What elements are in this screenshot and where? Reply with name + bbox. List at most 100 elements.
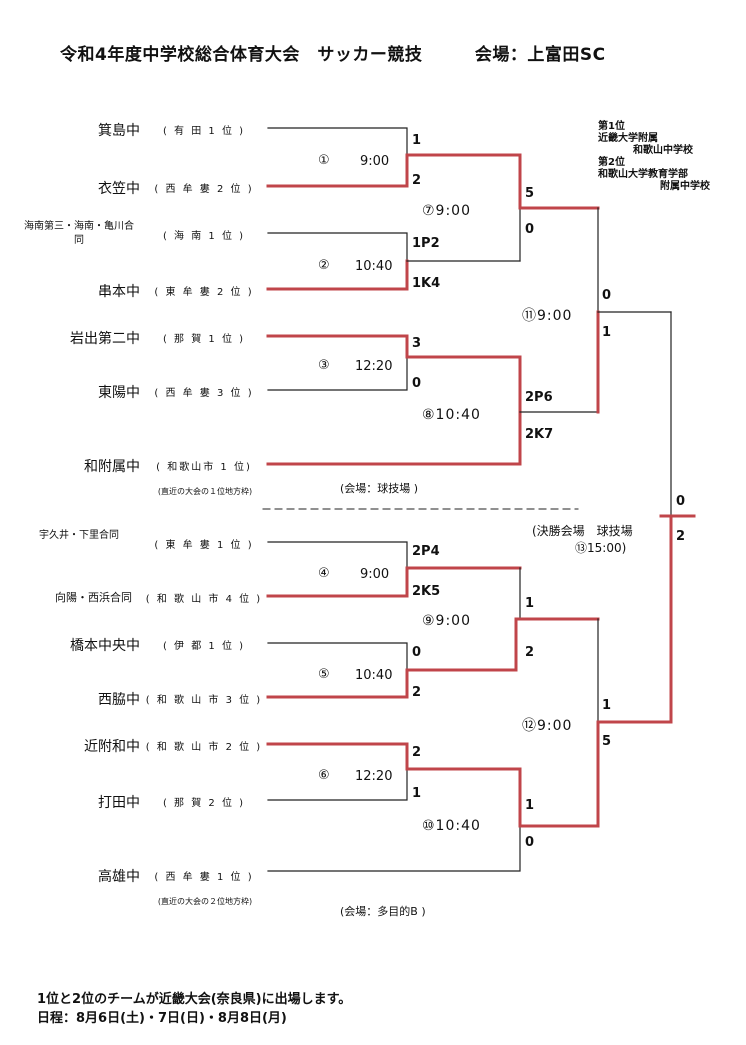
match-7-label: ⑦9:00 <box>422 203 471 219</box>
team-name: 近附和中 <box>84 739 140 755</box>
match-number: ⑤ <box>318 667 330 682</box>
match-number: ① <box>318 153 330 168</box>
score: 0 <box>412 645 422 660</box>
match-time: 9:00 <box>360 154 390 169</box>
m6-line-b <box>267 768 408 801</box>
team-name: 東陽中 <box>98 385 140 401</box>
second-place-line1: 和歌山大学教育学部 <box>598 169 688 180</box>
team-name: 串本中 <box>98 284 140 300</box>
team-qualification: ( 東 牟 婁 1 位 ) <box>154 540 254 551</box>
m5-line-b <box>266 668 409 699</box>
team-name: 橋本中央中 <box>70 638 140 654</box>
venue-label: (会場：多目的B ) <box>340 905 426 918</box>
final-score: 0 <box>676 494 686 509</box>
second-place-label: 第2位 <box>598 157 625 168</box>
second-place-line2: 附属中学校 <box>660 181 710 192</box>
match-time: 12:20 <box>355 769 393 784</box>
score: 0 <box>412 376 422 391</box>
team-qualification: ( 和歌山市 1 位) <box>156 462 252 473</box>
m5-line-a <box>267 642 408 671</box>
score: 5 <box>602 734 612 749</box>
score: 1 <box>412 133 422 148</box>
match-time: 10:40 <box>355 668 393 683</box>
team-qualification: ( 和 歌 山 市 4 位 ) <box>145 594 263 605</box>
m1-line-b <box>266 153 409 188</box>
first-place-line2: 和歌山中学校 <box>633 145 693 156</box>
score: 2P6 <box>525 390 553 405</box>
team-name: 西脇中 <box>98 692 140 708</box>
score: 1 <box>525 596 535 611</box>
team-name: 宇久井・下里合同 <box>39 530 119 541</box>
team-name: 向陽・西浜合同 <box>55 591 132 604</box>
score: 2K7 <box>525 427 554 442</box>
m4-line-a <box>267 541 408 569</box>
score: 2 <box>412 745 422 760</box>
match-time: 9:00 <box>360 567 390 582</box>
team-name: 高雄中 <box>98 869 140 885</box>
match-10-label: ⑩10:40 <box>422 818 481 834</box>
final-score: 2 <box>676 529 686 544</box>
regional-note: (直近の大会の１位地方枠) <box>157 487 253 496</box>
page-title: 令和4年度中学校総合体育大会 サッカー競技 会場：上富田SC <box>60 45 606 65</box>
m4-line-b <box>266 566 409 598</box>
team-qualification: ( 和 歌 山 市 3 位 ) <box>145 695 263 706</box>
match-11-label: ⑪9:00 <box>522 308 573 324</box>
score: 3 <box>412 336 422 351</box>
m2-line-b <box>266 259 409 291</box>
m8-b <box>266 410 522 466</box>
footer-note: 1位と2位のチームが近畿大会(奈良県)に出場します。 日程：8月6日(土)・7日… <box>37 990 351 1028</box>
match-8-label: ⑧10:40 <box>422 407 481 423</box>
team-name: 衣笠中 <box>98 181 140 197</box>
score: 1 <box>525 798 535 813</box>
first-place-label: 第1位 <box>598 121 625 132</box>
team-qualification: ( 伊 都 1 位 ) <box>162 641 246 652</box>
team-name: 打田中 <box>98 795 140 811</box>
score: 2 <box>412 173 422 188</box>
regional-note: (直近の大会の２位地方枠) <box>157 897 253 906</box>
team-qualification: ( 和 歌 山 市 2 位 ) <box>145 742 263 753</box>
score: 0 <box>602 288 612 303</box>
team-name: 和附属中 <box>84 459 140 475</box>
score: 0 <box>525 835 535 850</box>
team-qualification: ( 西 牟 婁 1 位 ) <box>154 872 254 883</box>
m1-line-a <box>267 127 408 156</box>
score: 2K5 <box>412 584 441 599</box>
first-place-line1: 近畿大学附属 <box>598 133 658 144</box>
team-qualification: ( 那 賀 1 位 ) <box>162 334 246 345</box>
m2-line-a <box>267 232 408 262</box>
team-name: 箕島中 <box>98 123 140 139</box>
team-qualification: ( 東 牟 婁 2 位 ) <box>154 287 254 298</box>
score: 1 <box>602 698 612 713</box>
match-time: 12:20 <box>355 359 393 374</box>
m3-line-b <box>267 356 408 391</box>
score: 1 <box>602 325 612 340</box>
score: 0 <box>525 222 535 237</box>
score: 5 <box>525 186 535 201</box>
team-qualification: ( 西 牟 婁 3 位 ) <box>154 388 254 399</box>
venue-label: (会場：球技場 ) <box>340 482 419 495</box>
match-9-label: ⑨9:00 <box>422 613 471 629</box>
score: 2P4 <box>412 544 440 559</box>
winners-box: 第1位 近畿大学附属 和歌山中学校 第2位 和歌山大学教育学部 附属中学校 <box>598 121 710 193</box>
team-name: 岩出第二中 <box>70 331 140 347</box>
footer-line-schedule: 日程：8月6日(土)・7日(日)・8月8日(月) <box>37 1011 287 1026</box>
footer-line-qualify: 1位と2位のチームが近畿大会(奈良県)に出場します。 <box>37 992 352 1007</box>
final-time: ⑬15:00) <box>575 541 627 555</box>
match-number: ④ <box>318 566 330 581</box>
score: 1K4 <box>412 276 441 291</box>
match-number: ⑥ <box>318 768 330 783</box>
team-qualification: ( 那 賀 2 位 ) <box>162 798 246 809</box>
match-time: 10:40 <box>355 259 393 274</box>
match-number: ② <box>318 258 330 273</box>
score: 2 <box>412 685 422 700</box>
team-name: 海南第三・海南・亀川合同 <box>24 221 134 246</box>
match-12-label: ⑫9:00 <box>522 718 573 734</box>
team-qualification: ( 海 南 1 位 ) <box>162 231 246 242</box>
match-number: ③ <box>318 358 330 373</box>
team-qualification: ( 有 田 1 位 ) <box>162 126 246 137</box>
score: 1 <box>412 786 422 801</box>
m6-line-a <box>266 742 409 771</box>
score: 2 <box>525 645 535 660</box>
m10-b <box>267 825 521 872</box>
